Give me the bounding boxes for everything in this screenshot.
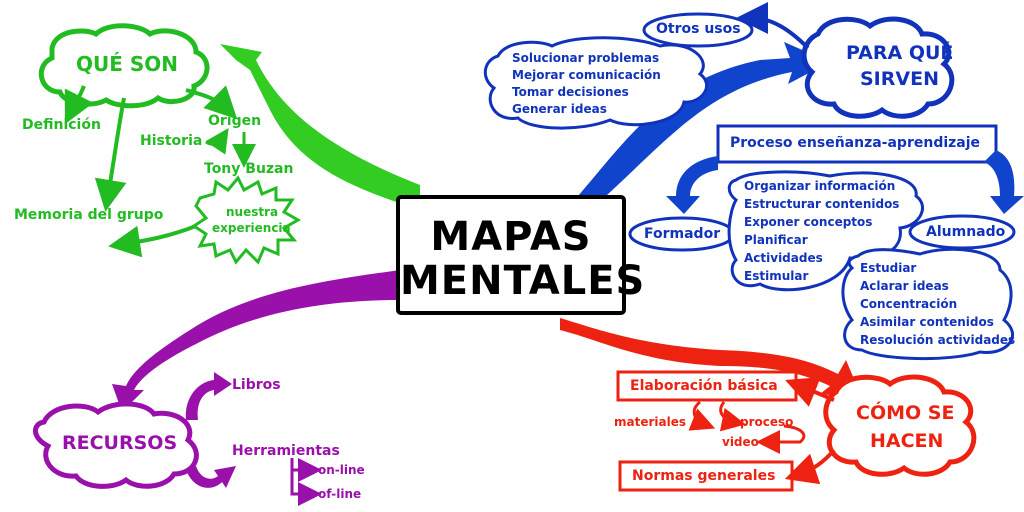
center-title-line1: MAPAS bbox=[430, 214, 592, 260]
normas-label: Normas generales bbox=[632, 468, 776, 484]
red-arrow-materiales bbox=[688, 400, 716, 431]
alumnado-item: Estudiar bbox=[860, 261, 917, 275]
elaboracion-label: Elaboración básica bbox=[630, 378, 778, 394]
center-box bbox=[396, 195, 626, 315]
como-cloud bbox=[823, 374, 977, 477]
como-title-1: CÓMO SE bbox=[856, 402, 955, 424]
purple-branch bbox=[112, 270, 400, 412]
video-label: video bbox=[722, 435, 759, 449]
green-arrow-origen bbox=[185, 85, 238, 120]
purple-arrow-herramientas bbox=[186, 466, 236, 488]
origen-label: Origen bbox=[208, 113, 262, 129]
para-que-title-2: SIRVEN bbox=[860, 68, 939, 90]
recursos-cloud bbox=[33, 401, 199, 489]
green-arrow-memoria bbox=[94, 97, 127, 212]
como-title-2: HACEN bbox=[870, 430, 944, 452]
definicion-label: Definición bbox=[22, 117, 101, 133]
uso-item: Tomar decisiones bbox=[512, 85, 629, 99]
purple-arrow-ofline bbox=[290, 470, 322, 506]
online-label: on-line bbox=[318, 463, 365, 477]
formador-item: Estructurar contenidos bbox=[744, 197, 900, 211]
proceso-box bbox=[716, 124, 998, 164]
green-arrow-experiencia bbox=[108, 224, 197, 258]
para-que-cloud bbox=[801, 16, 955, 119]
uso-item: Solucionar problemas bbox=[512, 51, 660, 65]
formador-item: Organizar información bbox=[744, 179, 896, 193]
historia-label: Historia bbox=[140, 133, 203, 149]
green-branch bbox=[220, 44, 420, 210]
alumnado-item: Resolución actividades bbox=[860, 333, 1016, 347]
usos-cloud bbox=[483, 36, 708, 130]
green-arrow-historia bbox=[205, 128, 229, 155]
red-arrow-video bbox=[756, 424, 806, 454]
alumnado-oval bbox=[908, 214, 1016, 250]
blue-arrow-alumnado bbox=[984, 150, 1024, 214]
red-arrow-proceso bbox=[719, 401, 746, 432]
center-title-line2: MENTALES bbox=[400, 258, 646, 304]
alumnado-label: Alumnado bbox=[926, 224, 1006, 240]
libros-label: Libros bbox=[232, 377, 281, 393]
que-son-title: QUÉ SON bbox=[76, 52, 179, 76]
otros-usos-label: Otros usos bbox=[656, 21, 741, 37]
formador-item: Exponer conceptos bbox=[744, 215, 873, 229]
red-arrow-normas bbox=[784, 448, 836, 485]
uso-item: Mejorar comunicación bbox=[512, 68, 661, 82]
materiales-label: materiales bbox=[614, 415, 686, 429]
experiencia-label-2: experiencia bbox=[212, 221, 291, 235]
herramientas-label: Herramientas bbox=[232, 443, 340, 459]
formador-label: Formador bbox=[644, 226, 721, 242]
red-branch bbox=[560, 318, 862, 398]
experiencia-label-1: nuestra bbox=[226, 205, 279, 219]
green-arrow-definicion bbox=[64, 85, 94, 125]
alumnado-items-cloud bbox=[841, 247, 1014, 361]
alumnado-item: Concentración bbox=[860, 297, 958, 311]
uso-item: Generar ideas bbox=[512, 102, 607, 116]
proceso-label: Proceso enseñanza-aprendizaje bbox=[730, 135, 981, 151]
purple-arrow-libros bbox=[185, 372, 232, 420]
memoria-label: Memoria del grupo bbox=[14, 207, 164, 223]
formador-item: Estimular bbox=[744, 269, 809, 283]
blue-arrow-formador bbox=[666, 156, 718, 214]
blue-branch bbox=[570, 42, 830, 210]
formador-item: Planificar bbox=[744, 233, 808, 247]
elaboracion-box bbox=[616, 370, 798, 402]
ofline-label: of-line bbox=[318, 487, 362, 501]
recursos-title: RECURSOS bbox=[62, 432, 178, 454]
proceso-red-label: proceso bbox=[740, 415, 794, 429]
formador-item: Actividades bbox=[744, 251, 823, 265]
purple-arrow-online bbox=[290, 458, 322, 482]
blue-arrow-otros bbox=[736, 2, 810, 50]
red-arrow-elaboracion bbox=[785, 377, 835, 407]
experiencia-burst bbox=[191, 175, 302, 265]
tony-buzan-label: Tony Buzan bbox=[204, 161, 294, 177]
para-que-title-1: PARA QUÉ bbox=[846, 42, 954, 64]
alumnado-item: Asimilar contenidos bbox=[860, 315, 994, 329]
alumnado-item: Aclarar ideas bbox=[860, 279, 949, 293]
